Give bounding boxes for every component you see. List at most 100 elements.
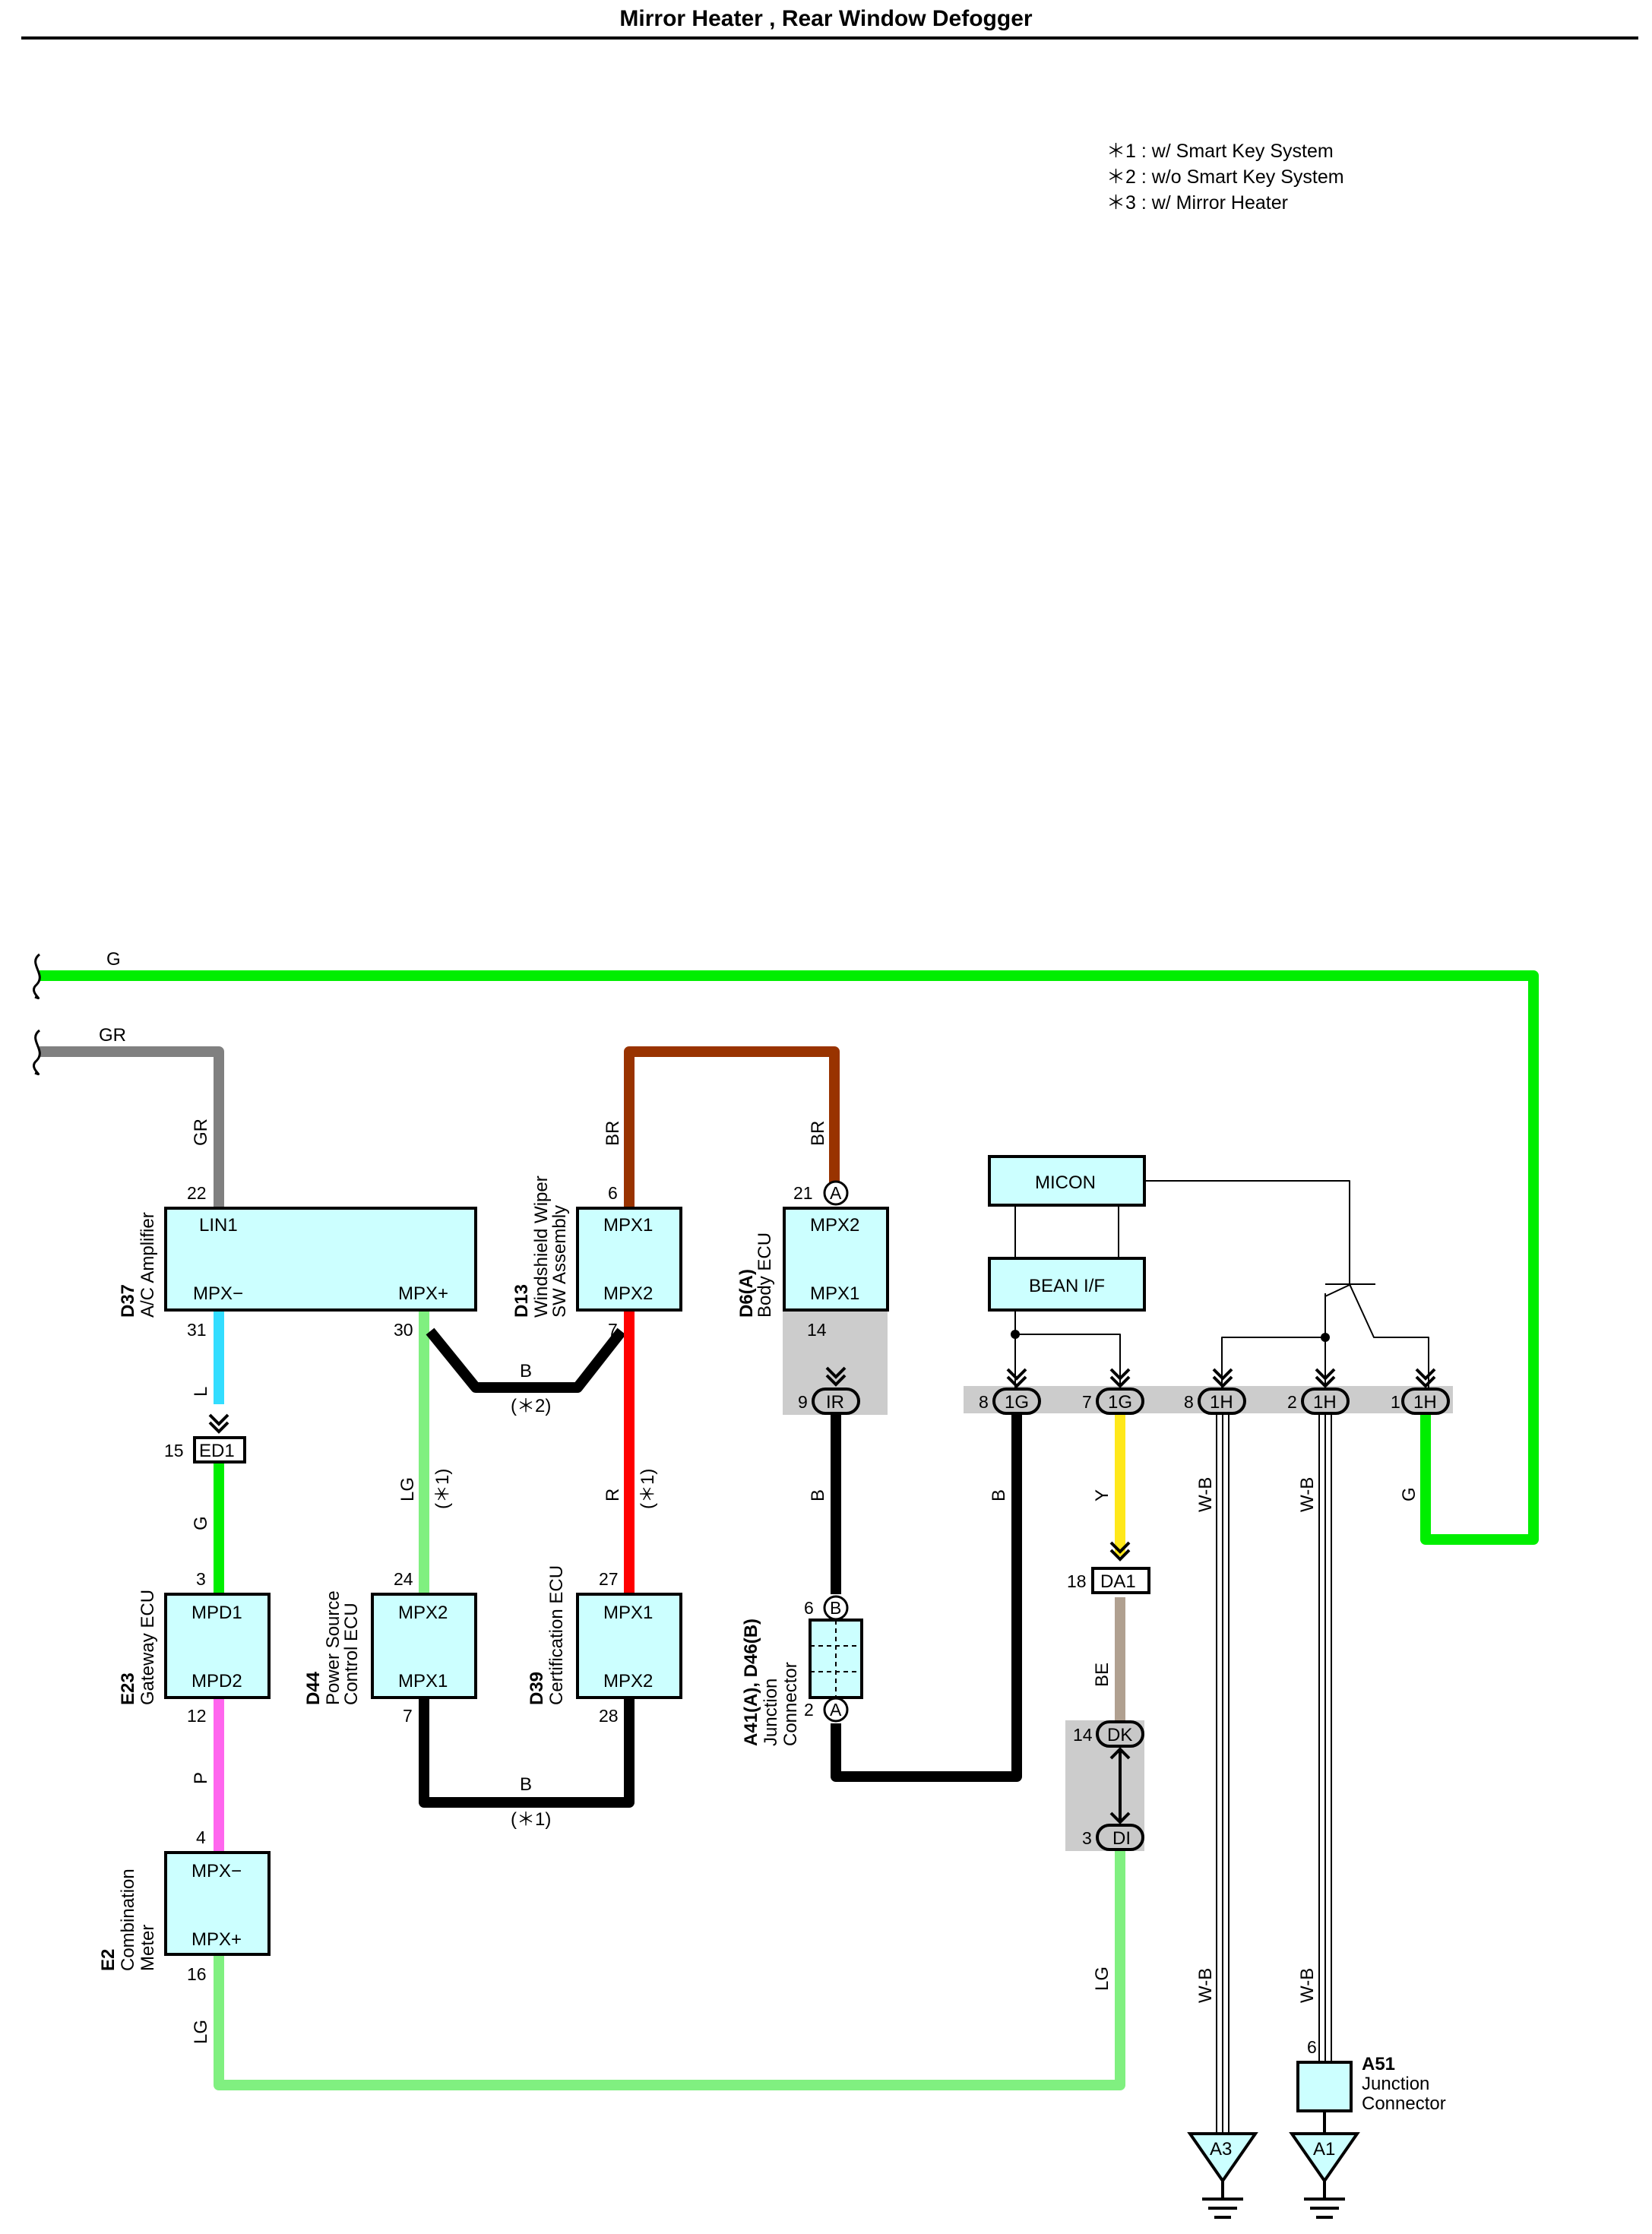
d37-pin-31: 31	[187, 1320, 207, 1340]
g1b-pin: 7	[1082, 1392, 1092, 1412]
note-1: ＊1 : w/ Smart Key System	[1106, 141, 1334, 162]
note-3: ＊3 : w/ Mirror Heater	[1106, 192, 1288, 214]
d13-term-mpx1: MPX1	[603, 1215, 653, 1236]
bean-label: BEAN I/F	[1029, 1276, 1105, 1296]
ed1-label: ED1	[199, 1441, 235, 1461]
d6-pin-21: 21	[793, 1183, 813, 1203]
pill-ir	[812, 1388, 860, 1415]
e2-name2: Meter	[138, 1925, 158, 1971]
g1a-label: 1G	[1005, 1392, 1029, 1413]
d37-name: A/C Amplifier	[138, 1212, 158, 1318]
d37-term-mpx-minus: MPX−	[193, 1283, 243, 1304]
h1c-label: 1H	[1413, 1392, 1437, 1413]
dk-pin: 14	[1073, 1725, 1093, 1745]
label-lg-30: LG	[397, 1477, 418, 1501]
label-g-ed1: G	[191, 1516, 211, 1530]
break-gr	[33, 1029, 41, 1075]
e2-pin-4: 4	[196, 1827, 206, 1847]
e2-box	[164, 1851, 271, 1956]
d39-pin-28: 28	[599, 1706, 619, 1726]
d39-labels: D39 Certification ECU MPX1 MPX2 27 28	[527, 1565, 653, 1726]
e23-labels: E23 Gateway ECU MPD1 MPD2 3 12	[118, 1569, 242, 1726]
d6-pin-21-code: A	[830, 1183, 842, 1203]
d44-name2: Control ECU	[341, 1603, 362, 1705]
h1a-pin: 8	[1184, 1392, 1194, 1412]
label-star2: (＊2)	[511, 1396, 551, 1416]
d13-term-mpx2: MPX2	[603, 1283, 653, 1304]
label-wb-1: W-B	[1195, 1477, 1216, 1512]
ir-label: IR	[826, 1392, 844, 1413]
ground-a1-label: A1	[1313, 2139, 1335, 2160]
junction-connector	[809, 1608, 863, 1710]
bean-box	[988, 1257, 1146, 1312]
label-g-right: G	[1399, 1487, 1419, 1501]
pin-circles	[823, 1180, 849, 1723]
wire-b-star2	[426, 1327, 626, 1393]
e23-term-mpd1: MPD1	[191, 1603, 242, 1623]
h1a-label: 1H	[1210, 1392, 1233, 1413]
g1a-pin: 8	[979, 1392, 989, 1412]
d44-labels: D44 Power Source Control ECU MPX2 MPX1 2…	[303, 1569, 448, 1726]
connector-rects	[193, 1436, 1150, 1594]
label-b-top: B	[520, 1361, 532, 1381]
label-star1-c: (＊1)	[511, 1809, 551, 1830]
label-b-ir: B	[808, 1489, 828, 1501]
d6-name: Body ECU	[755, 1232, 775, 1318]
e23-code: E23	[118, 1672, 138, 1705]
a51-box	[1296, 2061, 1353, 2112]
jc-pin-2-code: A	[830, 1700, 842, 1720]
h1b-pin: 2	[1287, 1392, 1297, 1412]
d37-box	[164, 1207, 477, 1312]
label-star1-b: (＊1)	[638, 1469, 658, 1509]
d6-box	[783, 1207, 889, 1312]
ground-a3-label: A3	[1210, 2139, 1232, 2160]
wire-wb-left	[1216, 1413, 1230, 2134]
pill-1g-a	[992, 1388, 1041, 1415]
pill-di	[1096, 1824, 1144, 1851]
d37-code: D37	[118, 1284, 138, 1318]
pill-1h-b	[1301, 1388, 1350, 1415]
e2-code: E2	[98, 1949, 119, 1971]
label-gr-top: GR	[99, 1025, 126, 1046]
label-wb-4: W-B	[1297, 1968, 1318, 2003]
a51-name2: Connector	[1362, 2093, 1446, 2114]
di-label: DI	[1112, 1828, 1131, 1849]
d44-term-mpx1: MPX1	[398, 1671, 448, 1691]
wire-b-star1	[419, 1698, 635, 1808]
a51-pin-6: 6	[1307, 2037, 1317, 2057]
label-l: L	[191, 1387, 211, 1397]
label-br-left: BR	[603, 1121, 623, 1146]
junction-dots	[1011, 1330, 1330, 1342]
label-b-1g: B	[989, 1489, 1009, 1501]
jc-name2: Connector	[780, 1662, 801, 1746]
label-wb-3: W-B	[1195, 1968, 1216, 2003]
d39-name: Certification ECU	[546, 1565, 567, 1705]
chevrons	[208, 1366, 1436, 1824]
d13-box	[576, 1207, 682, 1312]
ir-pin: 9	[798, 1392, 808, 1412]
d13-pin-7: 7	[608, 1320, 618, 1340]
a51-code: A51	[1362, 2054, 1395, 2074]
label-p: P	[191, 1772, 211, 1784]
label-wb-2: W-B	[1297, 1477, 1318, 1512]
d37-term-lin1: LIN1	[199, 1215, 238, 1236]
e2-pin-16: 16	[187, 1964, 207, 1984]
d13-pin-6: 6	[608, 1183, 618, 1203]
note-2: ＊2 : w/o Smart Key System	[1106, 166, 1344, 188]
micon-label: MICON	[1035, 1172, 1096, 1193]
wire-gr	[40, 1046, 224, 1208]
e23-name: Gateway ECU	[138, 1590, 158, 1705]
jc-pin-6-code: B	[830, 1598, 841, 1618]
wires	[40, 970, 1539, 2134]
d37-pin-22: 22	[187, 1183, 207, 1203]
di-pin: 3	[1082, 1828, 1092, 1848]
label-gr-v: GR	[191, 1119, 211, 1146]
d13-code: D13	[511, 1284, 532, 1318]
d39-term-mpx1: MPX1	[603, 1603, 653, 1623]
diagram-title: Mirror Heater , Rear Window Defogger	[619, 6, 1033, 31]
d44-term-mpx2: MPX2	[398, 1603, 448, 1623]
jc-name1: Junction	[761, 1679, 781, 1746]
d13-name2: SW Assembly	[549, 1205, 570, 1318]
label-lg-di: LG	[1092, 1967, 1112, 1991]
